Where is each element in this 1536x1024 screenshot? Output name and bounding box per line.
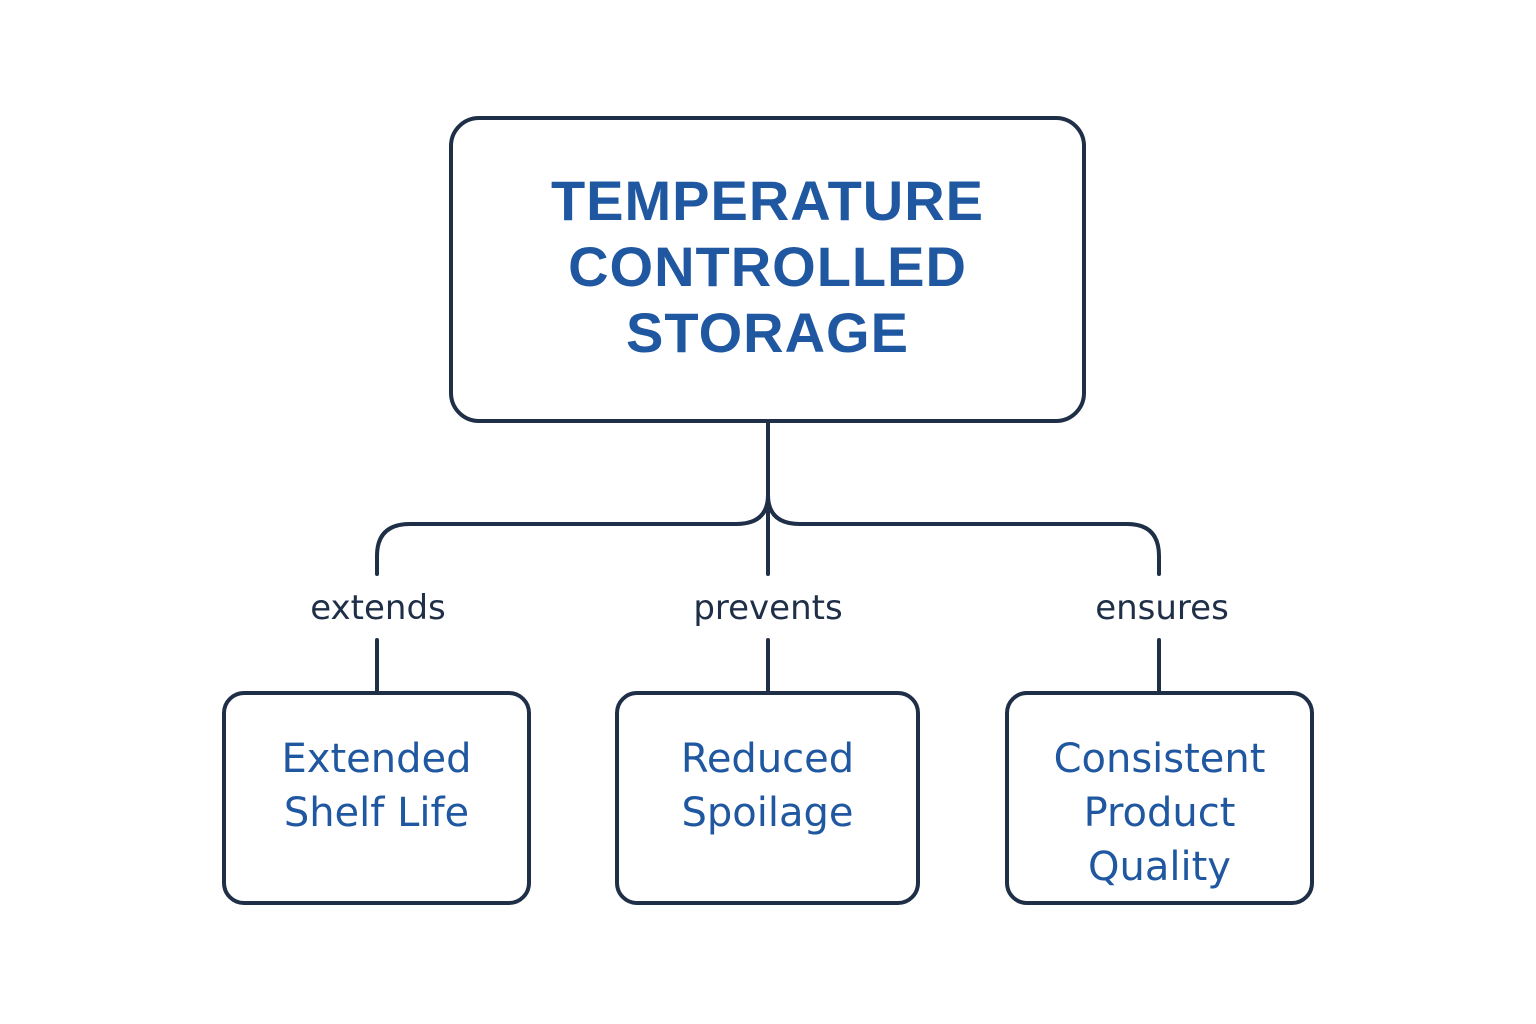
connector-branch-right <box>766 493 1161 576</box>
root-node-title: TEMPERATURE CONTROLLED STORAGE <box>550 168 985 364</box>
connector-branch-left <box>375 493 770 576</box>
child-node-label: Consistent Product Quality <box>1053 736 1266 890</box>
edge-label-prevents: prevents <box>693 588 843 628</box>
child-node-label: Reduced Spoilage <box>680 736 855 836</box>
child-node-consistent-product-quality: Consistent Product Quality <box>1005 691 1314 905</box>
edge-label-extends: extends <box>310 588 446 628</box>
edge-label-ensures: ensures <box>1095 588 1229 628</box>
child-node-extended-shelf-life: Extended Shelf Life <box>222 691 531 905</box>
root-node: TEMPERATURE CONTROLLED STORAGE <box>449 116 1086 423</box>
child-node-label: Extended Shelf Life <box>281 736 472 836</box>
child-node-reduced-spoilage: Reduced Spoilage <box>615 691 920 905</box>
